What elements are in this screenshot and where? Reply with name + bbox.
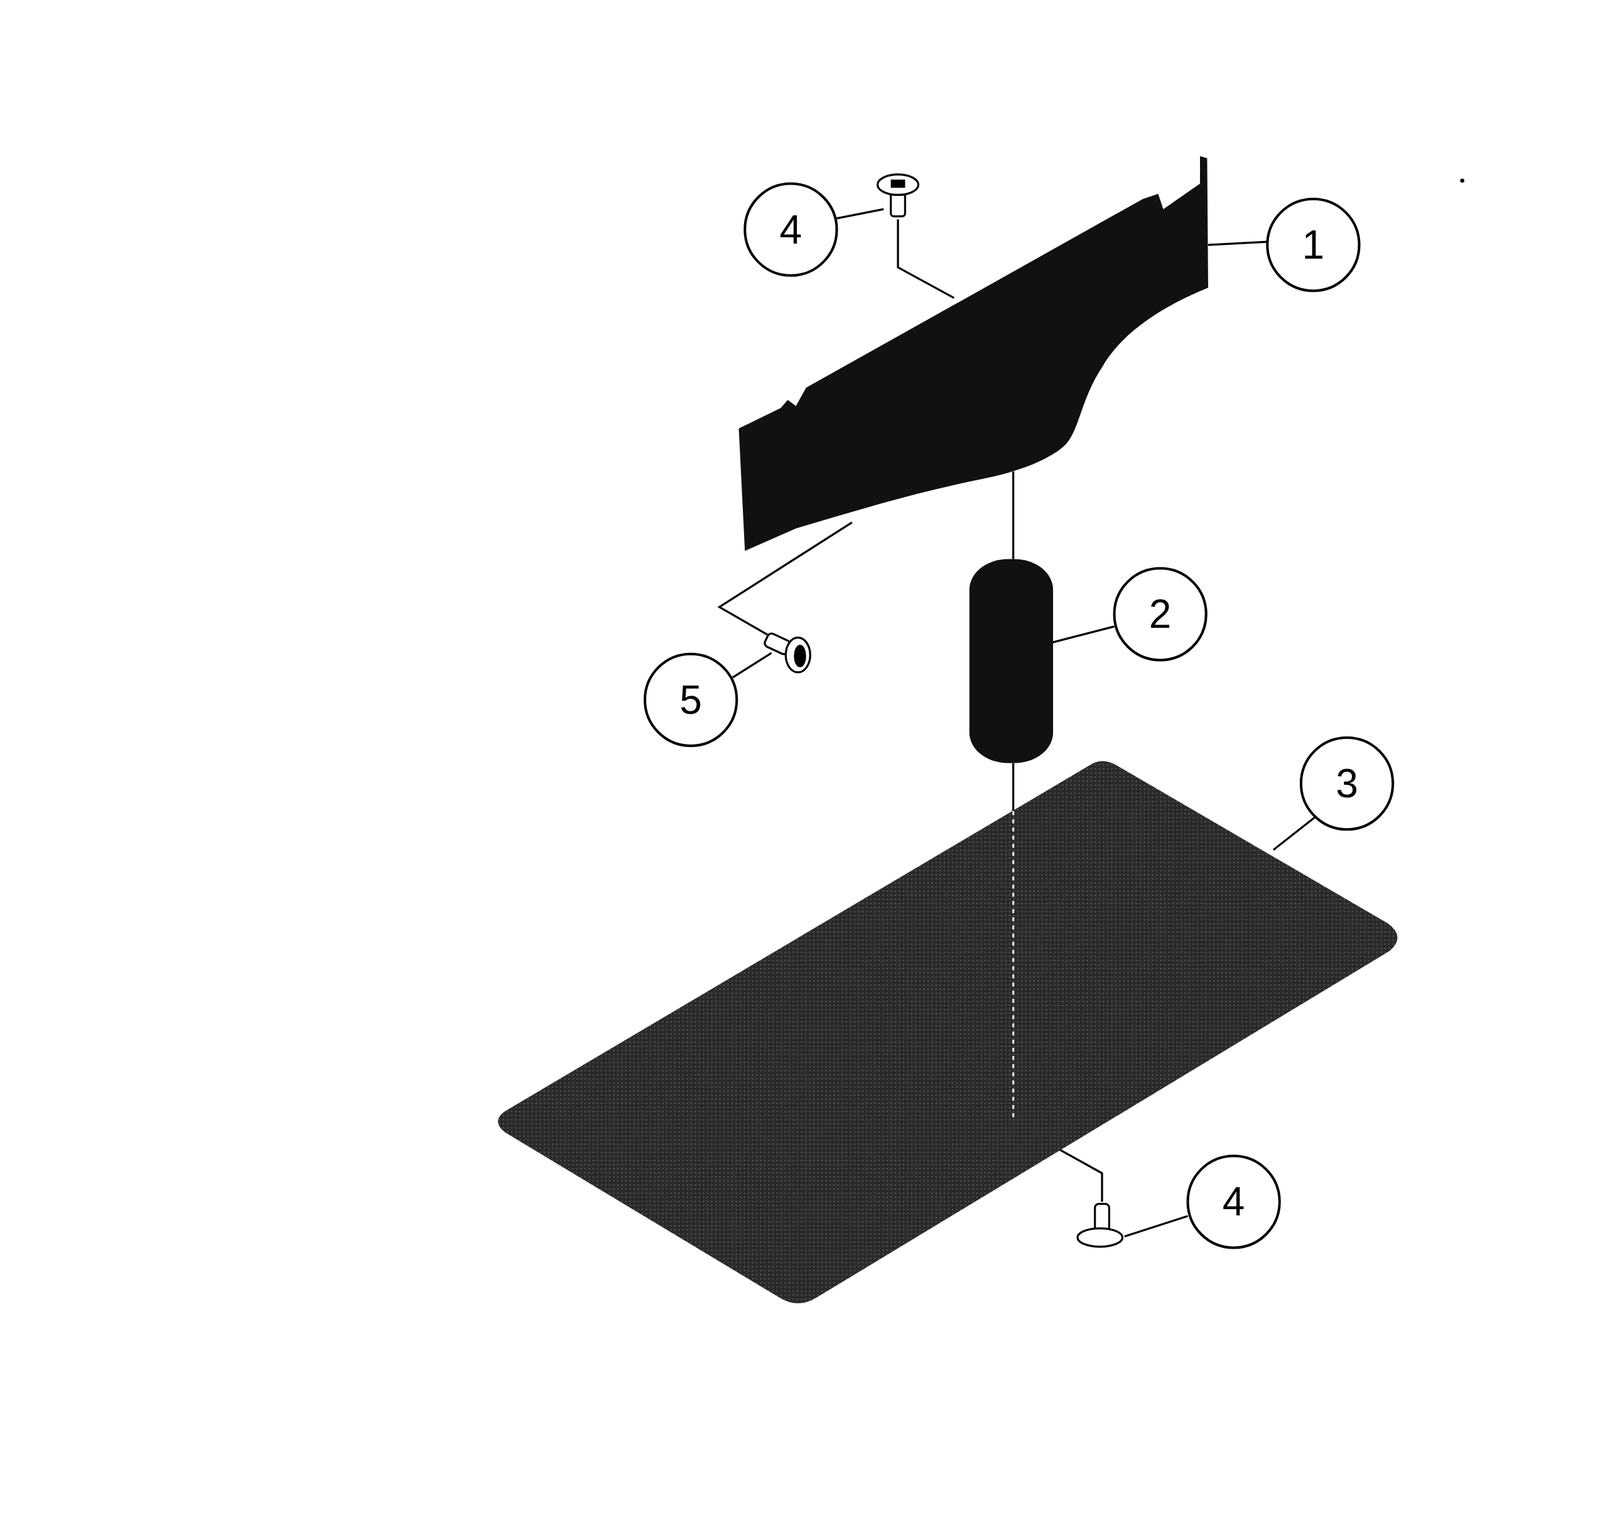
screw-symbol — [763, 632, 811, 673]
callout-number: 4 — [779, 209, 803, 250]
screw-symbol — [1077, 1204, 1123, 1248]
axis-through-plate — [1012, 811, 1015, 1118]
base-plate — [497, 761, 1398, 1304]
bracket-part — [739, 156, 1209, 552]
callout-number: 1 — [1302, 224, 1325, 265]
callout-number: 5 — [679, 680, 703, 721]
callout-number: 4 — [1222, 1181, 1246, 1222]
callout-number: 3 — [1335, 763, 1359, 804]
callout-number: 2 — [1149, 594, 1172, 635]
spacer-cylinder — [969, 559, 1054, 764]
screw-symbol — [877, 174, 919, 217]
dot — [1459, 178, 1465, 183]
